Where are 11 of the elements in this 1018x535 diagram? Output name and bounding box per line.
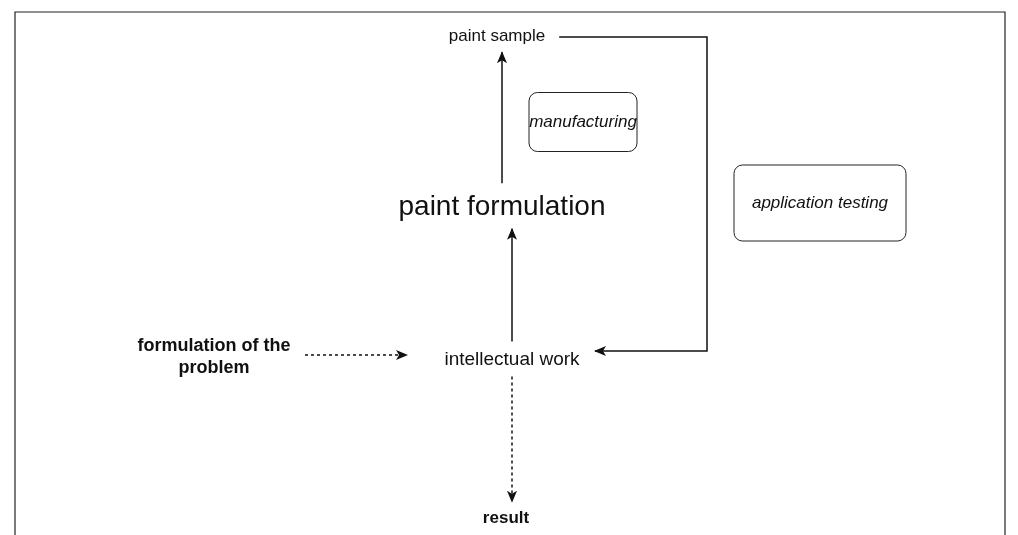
node-label: paint formulation [398,189,606,223]
arrow [507,375,517,503]
arrow [507,227,517,343]
node-label: formulation of the problem [129,335,299,379]
arrow [558,36,708,356]
node-label: paint sample [448,25,546,47]
node-label: result [482,507,530,529]
process-box: manufacturing [528,92,638,152]
arrow [304,350,408,360]
node-label: intellectual work [437,347,587,371]
arrow [497,51,507,184]
